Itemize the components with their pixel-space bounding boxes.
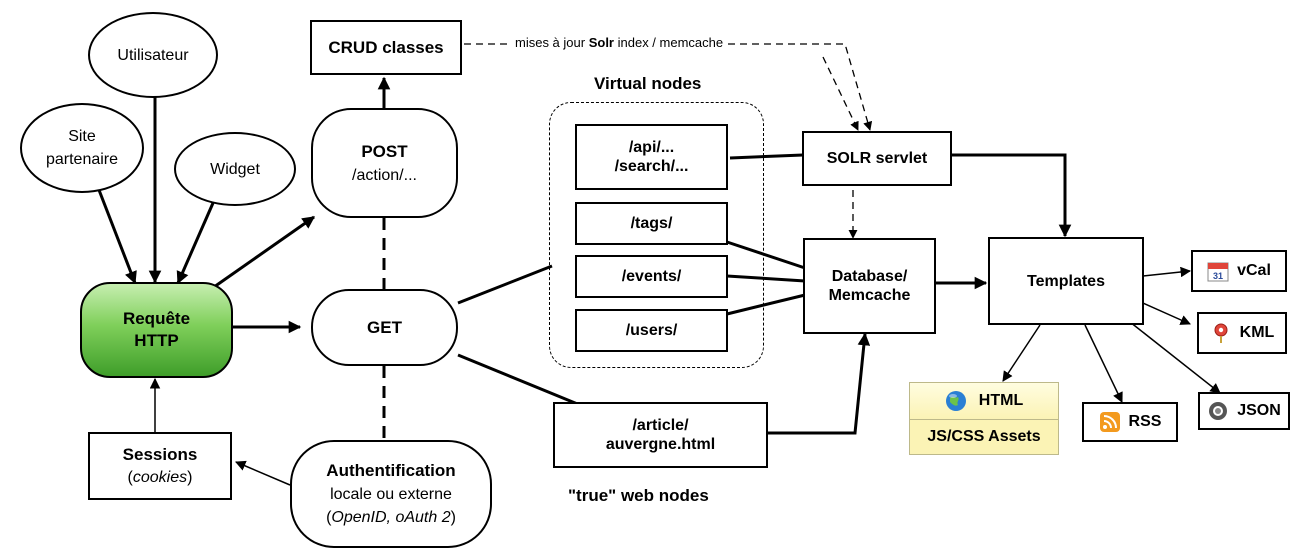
node-api-line1: /api/... [628,139,675,156]
edge-templates-to-vcal [1142,266,1192,278]
node-article-line1: /article/ [632,417,689,434]
node-db-line2: Memcache [828,287,911,304]
json-ring-graphic [1209,402,1228,420]
node-site-line1: Site [68,128,96,145]
node-get-label: GET [367,318,402,337]
virtual-nodes-label: Virtual nodes [594,74,702,93]
node-api-search: /api/... /search/... [575,124,728,190]
sessions-paren-open: ( [127,469,133,486]
edge-widget-to-requete [176,202,215,285]
edge-templates-to-kml [1142,302,1191,325]
map-pin-graphic [1214,323,1228,343]
globe-icon [945,390,967,412]
edge-get-to-article [457,353,581,407]
node-db-line1: Database/ [831,268,908,285]
node-auth-line2: locale ou externe [330,486,452,503]
rss-feed-icon [1099,411,1121,433]
node-templates-label: Templates [1027,272,1105,290]
node-widget-label: Widget [210,160,260,178]
output-kml-label: KML [1239,324,1275,341]
virtual-nodes-frame [549,102,764,368]
node-crud-label: CRUD classes [328,38,444,57]
node-article: /article/ auvergne.html [553,402,768,468]
map-pin-icon [1210,322,1232,344]
node-solr-servlet: SOLR servlet [802,131,952,186]
node-templates: Templates [988,237,1144,325]
node-auth-line3: (OpenID, oAuth 2) [326,508,456,527]
edge-tags-to-db [726,240,806,270]
node-requete-line1: Requête [122,309,191,328]
node-widget: Widget [174,132,296,206]
node-events-label: /events/ [621,268,682,285]
solr-update-label-bold: Solr [588,35,614,50]
node-site-partenaire: Site partenaire [20,103,144,193]
auth-paren-close: ) [450,509,456,526]
output-json: JSON [1198,392,1290,430]
edge-templates-to-rss [1084,324,1123,403]
node-solr-label: SOLR servlet [826,150,928,167]
edge-users-to-db [726,293,806,316]
node-post-title: POST [361,141,408,161]
node-authentification: Authentification locale ou externe (Open… [290,440,492,548]
edge-requete-to-post [213,215,316,289]
node-api-line2: /search/... [614,158,689,175]
auth-protocols: OpenID, oAuth 2 [331,509,451,526]
calendar-icon-day: 31 [1213,271,1223,281]
edge-auth-to-sessions [235,460,291,486]
solr-update-label-prefix: mises à jour [515,35,589,50]
output-html-label: HTML [978,392,1024,409]
node-get: GET [311,289,458,366]
edge-api-to-solr [729,153,804,160]
output-assets: JS/CSS Assets [910,420,1058,454]
node-requete-line2: HTTP [134,331,179,350]
node-auth-title: Authentification [326,461,456,480]
sessions-cookies: cookies [132,469,188,486]
calendar-icon: 31 [1207,260,1229,282]
auth-paren-open: ( [326,509,332,526]
edge-events-to-db [726,274,806,283]
calendar-icon-graphic: 31 [1207,262,1229,282]
node-post-sub: /action/... [352,166,417,184]
solr-update-label-suffix: index / memcache [614,35,724,50]
node-site-line2: partenaire [45,151,119,168]
output-html-assets: HTML JS/CSS Assets [909,382,1059,455]
node-sessions-sub: (cookies) [128,468,193,487]
output-vcal-label: vCal [1237,262,1271,279]
edge-get-to-virtual [457,264,553,305]
node-article-line2: auvergne.html [605,436,716,453]
edge-article-to-db [768,332,871,435]
output-rss-label: RSS [1128,413,1162,430]
output-vcal: 31 vCal [1191,250,1287,292]
node-users: /users/ [575,309,728,352]
output-html: HTML [910,383,1058,420]
output-json-label: JSON [1237,402,1281,419]
true-web-nodes-label: "true" web nodes [568,486,709,505]
node-sessions: Sessions (cookies) [88,432,232,500]
node-tags-label: /tags/ [630,215,673,232]
output-rss: RSS [1082,402,1178,442]
node-requete-http: Requête HTTP [80,282,233,378]
node-post: POST /action/... [311,108,458,218]
rss-feed-graphic [1099,412,1120,432]
node-users-label: /users/ [625,322,678,339]
edge-templates-to-json [1129,321,1221,394]
output-assets-label: JS/CSS Assets [927,428,1041,445]
edge-crud-db-update [822,56,859,131]
sessions-paren-close: ) [187,469,193,486]
node-utilisateur-label: Utilisateur [117,46,189,64]
edge-site-to-requete [97,189,137,285]
edge-solr-to-templates [952,153,1072,238]
globe-graphic [945,391,966,411]
edge-templates-to-html [1002,324,1041,382]
node-crud-classes: CRUD classes [310,20,462,75]
node-sessions-title: Sessions [122,445,198,464]
node-events: /events/ [575,255,728,298]
node-database-memcache: Database/ Memcache [803,238,936,334]
node-tags: /tags/ [575,202,728,245]
node-utilisateur: Utilisateur [88,12,218,98]
solr-update-label: mises à jour Solr index / memcache [511,35,728,50]
output-kml: KML [1197,312,1287,354]
json-ring-icon [1207,400,1229,422]
